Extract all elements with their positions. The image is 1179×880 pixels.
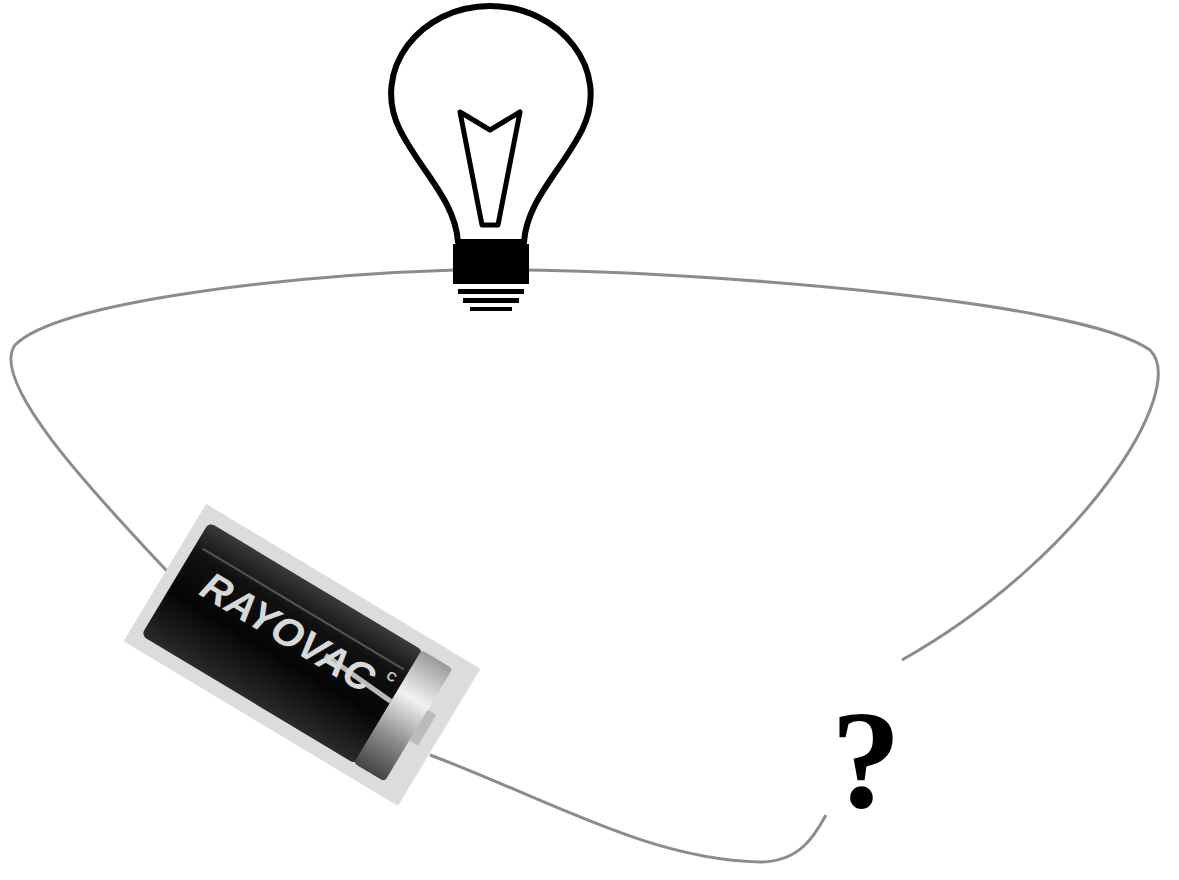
battery xyxy=(124,504,481,806)
light-bulb xyxy=(391,6,591,311)
wire xyxy=(525,270,1158,660)
wire xyxy=(430,755,826,862)
question-mark: ? xyxy=(831,690,901,830)
